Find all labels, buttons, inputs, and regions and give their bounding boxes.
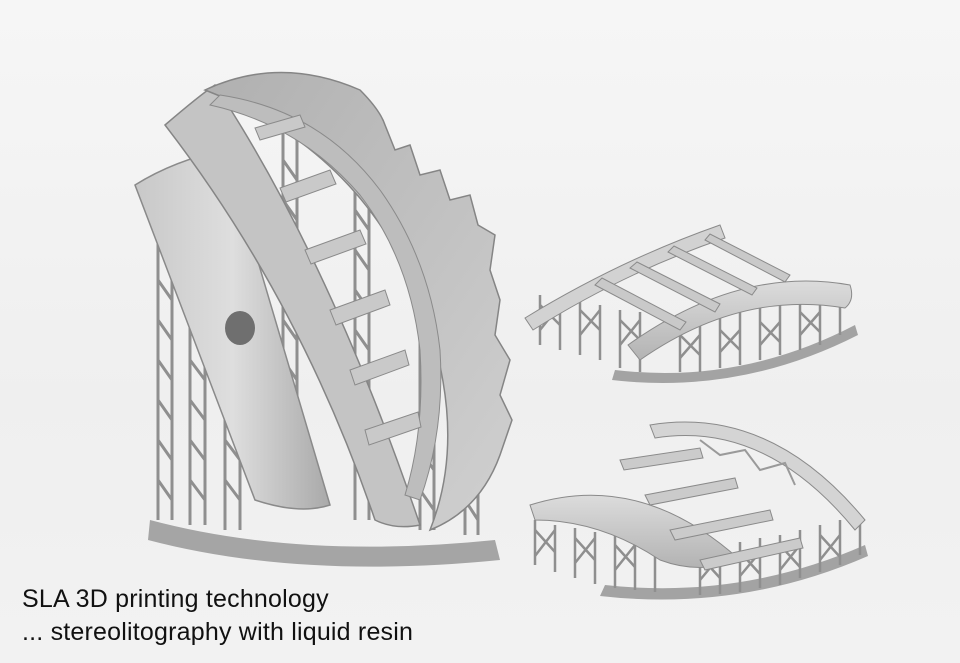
small-top-base: [612, 325, 858, 383]
large-part-hole: [225, 311, 255, 345]
small-bottom-base: [600, 545, 868, 600]
large-part-cross-beams: [254, 114, 422, 446]
caption-subtitle: ... stereolitography with liquid resin: [22, 618, 414, 646]
small-bottom-inner-supports: [699, 439, 796, 486]
small-bottom-supports: [533, 515, 862, 595]
large-curved-part: [134, 71, 513, 567]
small-bottom-right-rail: [649, 421, 866, 531]
small-panel-bottom: [529, 421, 868, 600]
caption-title: SLA 3D printing technology: [22, 585, 329, 613]
large-part-inner-rib: [209, 94, 442, 501]
small-panel-top: [524, 224, 858, 383]
small-top-curved-skin: [627, 280, 853, 361]
large-part-base-plate: [148, 520, 500, 567]
small-top-ribs: [594, 233, 791, 331]
small-bottom-ribs: [619, 447, 804, 571]
